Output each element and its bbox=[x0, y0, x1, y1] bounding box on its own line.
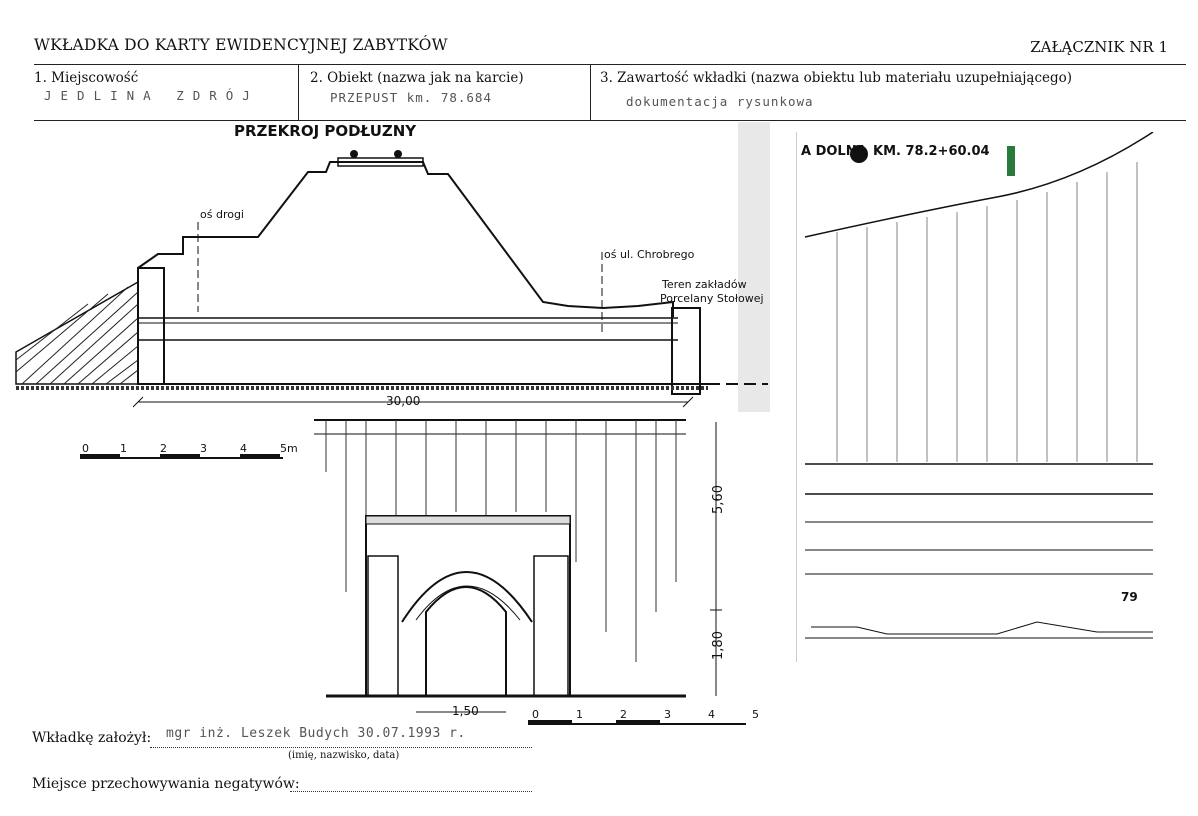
profile-drawing: A DOLNA KM. 78.2+60.04 79 bbox=[796, 131, 1157, 662]
scale-4: 4 bbox=[240, 442, 247, 455]
scale-3: 3 bbox=[200, 442, 207, 455]
elev-scale-1: 1 bbox=[576, 708, 583, 721]
section-title: PRZEKROJ PODŁUZNY bbox=[234, 122, 417, 140]
field-label-locality: 1. Miejscowość bbox=[34, 70, 139, 86]
elev-scale-3: 3 bbox=[664, 708, 671, 721]
field-divider-2 bbox=[590, 64, 592, 120]
author-value: mgr inż. Leszek Budych 30.07.1993 r. bbox=[166, 726, 466, 741]
factory-label-1: Teren zakładów bbox=[662, 278, 747, 291]
field-label-contents: 3. Zawartość wkładki (nazwa obiektu lub … bbox=[600, 70, 1073, 86]
elev-scale-5: 5 bbox=[752, 708, 759, 721]
street-axis-label: oś ul. Chrobrego bbox=[604, 248, 695, 261]
field-value-locality: JEDLINA ZDRÓJ bbox=[44, 88, 259, 103]
elevation-svg bbox=[314, 419, 746, 725]
annex-number: ZAŁĄCZNIK NR 1 bbox=[1030, 38, 1168, 56]
elev-scale-4: 4 bbox=[708, 708, 715, 721]
scale-1: 1 bbox=[120, 442, 127, 455]
elevation-drawing: 5,60 1,80 1,50 0 1 2 3 4 5 bbox=[306, 412, 772, 728]
author-hint: (imię, nazwisko, data) bbox=[288, 750, 400, 761]
height-lower-dimension: 1,80 bbox=[710, 631, 726, 660]
profile-svg bbox=[804, 131, 1154, 639]
elev-scale-2: 2 bbox=[620, 708, 627, 721]
length-dimension: 30,00 bbox=[386, 394, 421, 408]
profile-title-prefix: A DOLNA bbox=[801, 144, 867, 159]
field-label-object: 2. Obiekt (nazwa jak na karcie) bbox=[310, 70, 524, 86]
field-value-contents: dokumentacja rysunkowa bbox=[626, 94, 814, 109]
profile-page-number: 79 bbox=[1121, 590, 1138, 604]
storage-line bbox=[290, 790, 532, 792]
header-divider bbox=[34, 64, 1186, 66]
field-divider-1 bbox=[298, 64, 300, 120]
section-svg bbox=[15, 122, 770, 459]
field-value-object: PRZEPUST km. 78.684 bbox=[330, 90, 492, 105]
author-label: Wkładkę założył: bbox=[32, 730, 152, 746]
scale-5m: 5m bbox=[280, 442, 298, 455]
height-upper-dimension: 5,60 bbox=[710, 485, 726, 514]
scale-0: 0 bbox=[82, 442, 89, 455]
storage-label: Miejsce przechowywania negatywów: bbox=[32, 776, 300, 792]
fields-bottom-rule bbox=[34, 120, 1186, 122]
factory-label-2: Porcelany Stołowej bbox=[660, 292, 764, 305]
scale-2: 2 bbox=[160, 442, 167, 455]
elev-scale-0: 0 bbox=[532, 708, 539, 721]
author-line bbox=[150, 746, 532, 748]
width-dimension: 1,50 bbox=[452, 704, 479, 718]
road-axis-label: oś drogi bbox=[200, 208, 244, 221]
form-title: WKŁADKA DO KARTY EWIDENCYJNEJ ZABYTKÓW bbox=[34, 36, 448, 54]
profile-title-km: KM. 78.2+60.04 bbox=[873, 144, 990, 159]
